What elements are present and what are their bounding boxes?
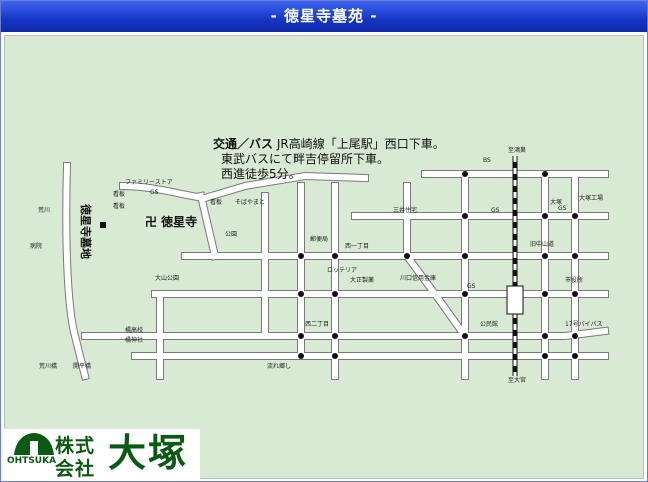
- company-logo: OHTSUKA 株式 会社 大塚: [4, 429, 200, 480]
- logo-mark-icon: [14, 433, 54, 455]
- logo-kaisha: 会社: [55, 458, 96, 480]
- label-hospital: 病院: [30, 242, 42, 250]
- label-river: 荒川: [38, 206, 50, 214]
- label-gs1: GS: [150, 189, 159, 196]
- cemetery-marker: [100, 222, 106, 228]
- label-nishi1: 西一丁目: [345, 243, 369, 250]
- label-kawaguchi: 川口信用金庫: [400, 274, 436, 282]
- label-nishi2: 西二丁目: [305, 321, 329, 328]
- label-kanban3: 看板: [210, 198, 222, 206]
- label-koumin: 公民館: [480, 320, 498, 328]
- access-line-2: 東武バスにて畔吉停留所下車。: [221, 152, 390, 166]
- label-nakasendo: 旧中山道: [530, 240, 554, 248]
- label-ootsuka-shop: 大塚: [550, 198, 562, 206]
- access-line-1: 交通／バス JR高崎線「上尾駅」西口下車。: [213, 137, 445, 152]
- label-taisho: 大正製薬: [350, 276, 374, 284]
- page-title: - 徳星寺墓苑 -: [1, 1, 647, 32]
- label-bs: BS: [483, 157, 491, 164]
- label-jinja: 橘神社: [125, 336, 143, 344]
- label-sannoi: 三井住宅: [393, 206, 417, 214]
- label-kanban2: 看板: [113, 202, 125, 210]
- label-cemetery: 徳星寺墓地: [79, 203, 93, 259]
- label-ooyama-park: 大山公園: [155, 274, 179, 282]
- label-park: 公園: [225, 231, 237, 238]
- label-family-store: ファミリーストア: [125, 179, 173, 186]
- label-gs3: GS: [558, 205, 567, 212]
- logo-name: 大塚: [108, 431, 189, 475]
- access-line-1-rest: JR高崎線「上尾駅」西口下車。: [273, 137, 445, 151]
- label-school: 橘高校: [125, 326, 143, 334]
- label-to-kounosu: 至鴻巣: [508, 146, 526, 154]
- logo-brand: OHTSUKA: [7, 456, 57, 466]
- traffic-signals: [298, 171, 578, 359]
- access-map: ファミリーストア GS 看板 看板 看板 そばやまと 公園 大山公園 徳星寺墓地…: [4, 35, 644, 479]
- label-to-oomiya: 至大宮: [508, 376, 526, 384]
- access-line-1-head: 交通／バス: [213, 137, 274, 151]
- label-bypass: 17号バイパス: [565, 321, 603, 328]
- map-drawing: ファミリーストア GS 看板 看板 看板 そばやまと 公園 大山公園 徳星寺墓地…: [30, 146, 610, 384]
- label-gs4: GS: [467, 283, 476, 290]
- label-temple: 卍 徳星寺: [145, 214, 197, 229]
- label-lottery: ロッテリア: [327, 267, 357, 274]
- logo-kabushiki: 株式: [55, 435, 96, 457]
- station-marker: [506, 285, 524, 315]
- label-ohtsuka-factory: 大塚工場: [579, 194, 603, 202]
- label-gs2: GS: [491, 207, 500, 214]
- label-bridge: 開平橋: [73, 362, 91, 370]
- label-kanban1: 看板: [113, 190, 125, 198]
- label-shisho: 市役所: [565, 276, 583, 284]
- label-arakawa: 荒川橋: [39, 362, 57, 370]
- label-soba: そばやまと: [235, 198, 265, 206]
- access-info: 交通／バス JR高崎線「上尾駅」西口下車。 東武バスにて畔吉停留所下車。 西進徒…: [213, 137, 445, 182]
- access-line-3: 西進徒歩5分。: [221, 167, 301, 181]
- label-post: 郵便局: [310, 235, 328, 243]
- label-nagare: 流れ郷し: [267, 362, 291, 370]
